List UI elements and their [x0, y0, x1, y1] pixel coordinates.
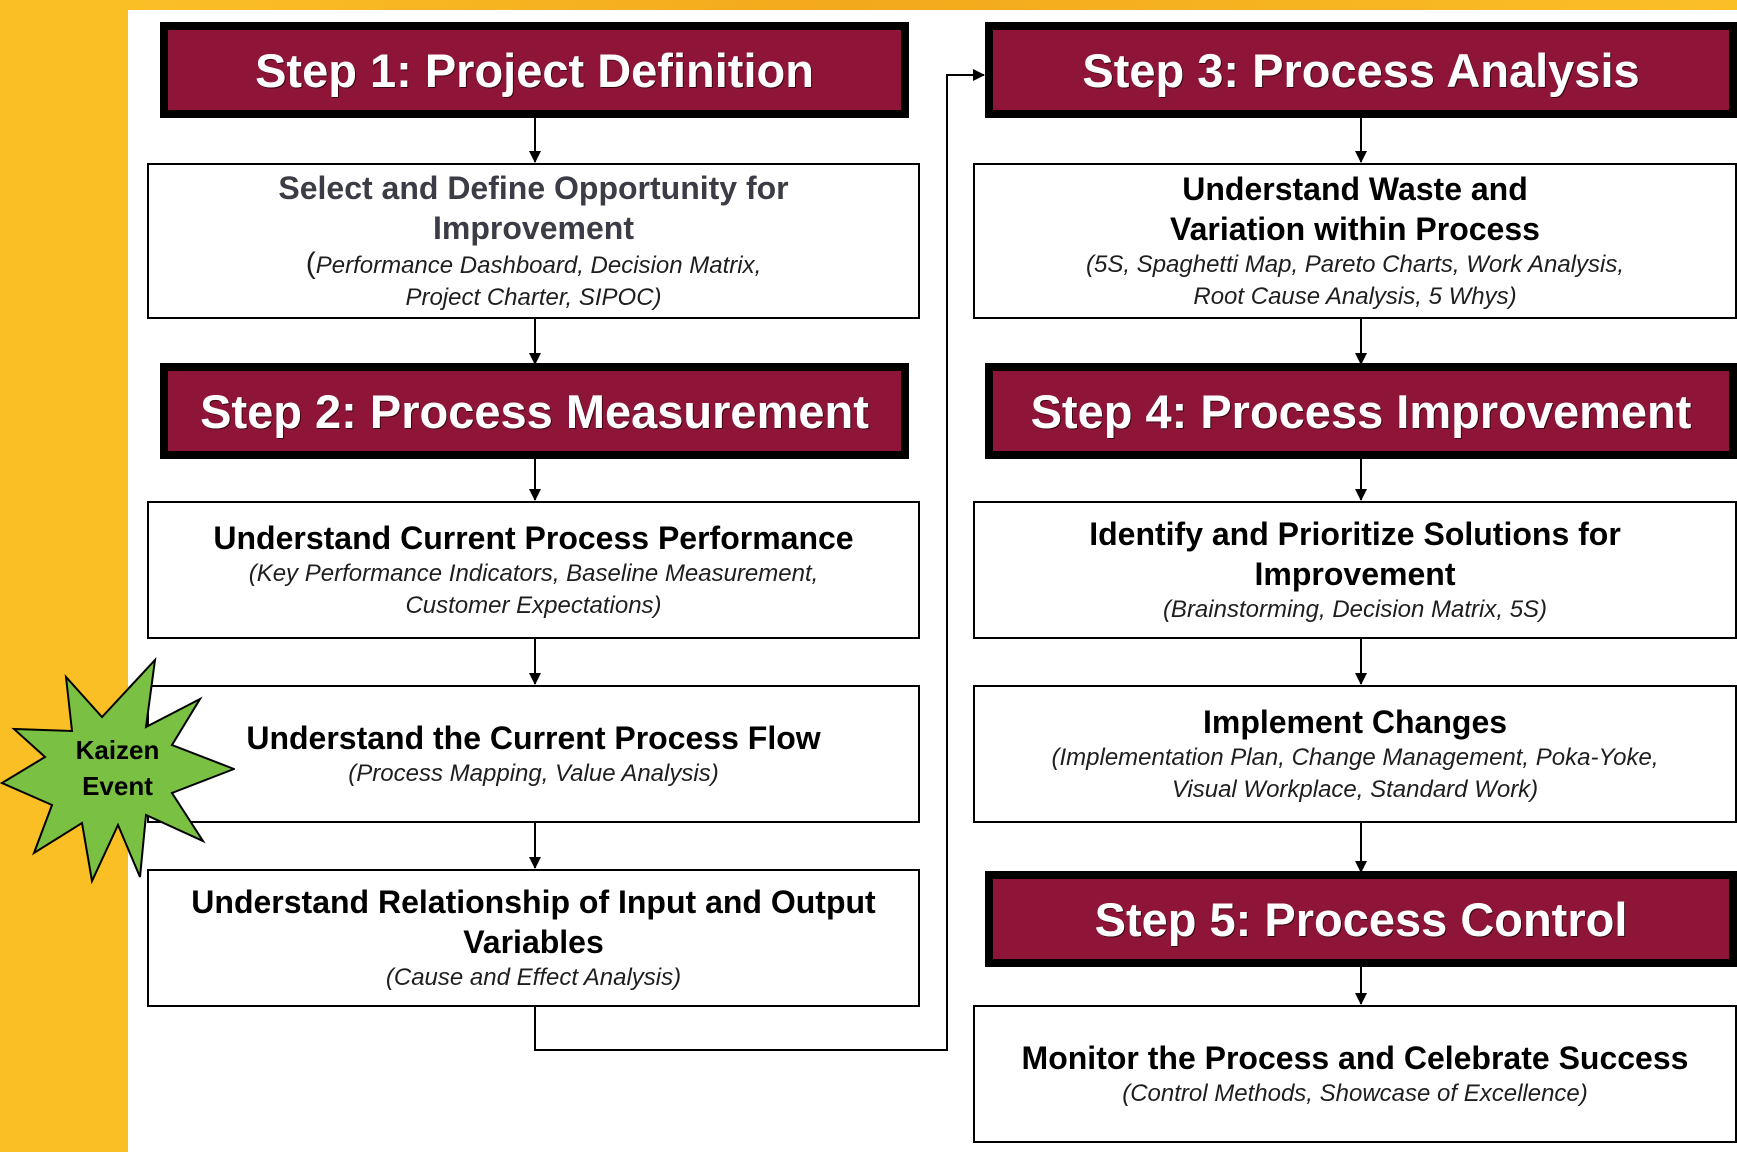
step5-title: Step 5: Process Control [1094, 892, 1628, 946]
box-subtitle: (Brainstorming, Decision Matrix, 5S) [1162, 596, 1548, 623]
box-current-flow: Understand the Current Process Flow (Pro… [147, 685, 920, 823]
step3-header: Step 3: Process Analysis [985, 22, 1737, 118]
box-relationship: Understand Relationship of Input and Out… [147, 869, 920, 1007]
step2-title: Step 2: Process Measurement [200, 384, 869, 438]
box-title: Understand Relationship of Input and Out… [191, 884, 876, 920]
box-subtitle: (Performance Dashboard, Decision Matrix, [306, 248, 762, 282]
box-title: Implement Changes [1202, 704, 1508, 740]
box-title: Identify and Prioritize Solutions for [1089, 516, 1621, 552]
step5-header: Step 5: Process Control [985, 871, 1737, 967]
box-title: Variation within Process [1170, 211, 1540, 247]
box-subtitle: (5S, Spaghetti Map, Pareto Charts, Work … [1086, 251, 1624, 278]
step1-header: Step 1: Project Definition [160, 22, 909, 118]
kaizen-line2: Event [82, 771, 153, 801]
box-title: Understand Waste and [1182, 171, 1528, 207]
step2-header: Step 2: Process Measurement [160, 363, 909, 459]
step4-header: Step 4: Process Improvement [985, 363, 1737, 459]
box-subtitle: (Key Performance Indicators, Baseline Me… [248, 560, 819, 587]
box-subtitle: (Control Methods, Showcase of Excellence… [1122, 1080, 1588, 1107]
box-subtitle-text: Performance Dashboard, Decision Matrix, [315, 252, 762, 279]
box-subtitle: (Cause and Effect Analysis) [385, 964, 682, 991]
box-implement-changes: Implement Changes (Implementation Plan, … [973, 685, 1737, 823]
step3-title: Step 3: Process Analysis [1082, 43, 1640, 97]
box-subtitle: Visual Workplace, Standard Work) [1171, 776, 1539, 803]
box-subtitle: (Implementation Plan, Change Management,… [1051, 744, 1659, 771]
box-title: Monitor the Process and Celebrate Succes… [1021, 1040, 1689, 1076]
box-waste-variation: Understand Waste and Variation within Pr… [973, 163, 1737, 319]
box-subtitle: Project Charter, SIPOC) [405, 284, 662, 311]
box-title: Improvement [433, 210, 634, 246]
kaizen-starburst [0, 657, 235, 885]
box-title: Understand the Current Process Flow [246, 720, 821, 756]
box-monitor: Monitor the Process and Celebrate Succes… [973, 1005, 1737, 1143]
box-current-performance: Understand Current Process Performance (… [147, 501, 920, 639]
kaizen-line1: Kaizen [75, 735, 160, 765]
box-title: Improvement [1254, 556, 1456, 592]
box-subtitle: Customer Expectations) [405, 592, 662, 619]
box-select-define: Select and Define Opportunity for Improv… [147, 163, 920, 319]
box-subtitle: Root Cause Analysis, 5 Whys) [1193, 283, 1517, 310]
connector-to-step3 [534, 69, 985, 1051]
box-title: Variables [463, 924, 604, 960]
open-paren: ( [305, 247, 316, 280]
box-prioritize-solutions: Identify and Prioritize Solutions for Im… [973, 501, 1737, 639]
kaizen-label: Kaizen Event [50, 732, 185, 804]
step1-title: Step 1: Project Definition [255, 43, 814, 97]
box-title: Select and Define Opportunity for [278, 170, 789, 206]
box-subtitle: (Process Mapping, Value Analysis) [348, 760, 719, 787]
kaizen-star-shape [0, 657, 235, 885]
step4-title: Step 4: Process Improvement [1030, 384, 1692, 438]
box-title: Understand Current Process Performance [213, 520, 854, 556]
